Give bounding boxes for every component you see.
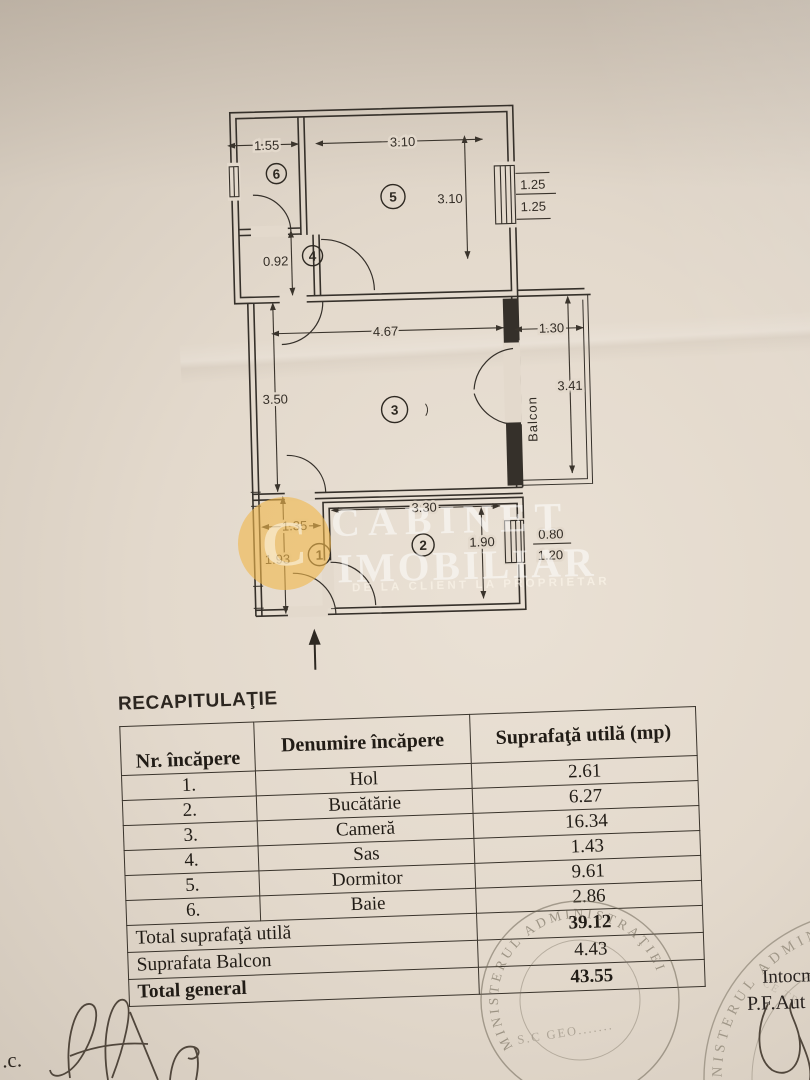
window-symbols: [228, 164, 526, 564]
header-nr: Nr. încăpere: [119, 721, 256, 776]
dim-buc-window-a: 0.80: [538, 526, 564, 542]
recap-title: RECAPITULAŢIE: [117, 688, 279, 715]
dim-camera-height: 3.50: [262, 391, 288, 407]
room-4-label: 4: [309, 249, 317, 264]
room-2-label: 2: [419, 538, 427, 553]
dim-balcon-width: 1.30: [539, 320, 565, 336]
header-denumire: Denumire încăpere: [253, 714, 472, 771]
dim-dorm-window-b: 1.25: [520, 199, 546, 215]
dimension-lines: [227, 135, 585, 615]
byline-pf-autorizat: P.F.Aut: [746, 990, 806, 1016]
paper-highlight: [550, 0, 810, 420]
dim-baie-width: 1.55: [254, 138, 280, 154]
stamp-1-inner-text: S.C GEO.......: [516, 1018, 614, 1047]
room-5-label: 5: [389, 189, 397, 204]
dim-dorm-height: 3.10: [437, 191, 463, 207]
room-3-label: 3: [391, 402, 399, 417]
dim-sas-height: 0.92: [263, 253, 289, 269]
header-suprafata: Suprafaţă utilă (mp): [469, 706, 698, 764]
paper-shadow-top: [0, 0, 810, 210]
balcony-label: Balcon: [524, 396, 540, 442]
dim-buc-width: 3.30: [411, 500, 437, 516]
dim-camera-width: 4.67: [373, 323, 399, 339]
dim-balcon-height: 3.41: [557, 378, 583, 394]
floor-plan: 1.55 3.10 3.10 1.25 1.25 0.92 4.67 1.30 …: [217, 87, 617, 687]
dim-dorm-width: 3.10: [390, 134, 416, 150]
dim-buc-height: 1.90: [469, 534, 495, 550]
floor-plan-drawing: 1.55 3.10 3.10 1.25 1.25 0.92 4.67 1.30 …: [227, 104, 594, 670]
signature-strokes: [49, 999, 810, 1080]
dim-buc-window-b: 1.20: [538, 547, 564, 563]
entrance-arrow-icon: [308, 628, 321, 670]
room-6-label: 6: [272, 167, 280, 182]
recap-table: Nr. încăpere Denumire încăpere Suprafaţă…: [119, 706, 706, 1007]
watermark-logo-letter: C: [260, 506, 309, 580]
corner-annotation: .c.: [1, 1047, 23, 1073]
door-arcs: [252, 194, 516, 615]
balcony-outline: [522, 294, 594, 486]
dim-dorm-window-a: 1.25: [520, 177, 546, 193]
byline-intocmit: Intocm: [761, 965, 810, 988]
wall-openings: [227, 161, 526, 618]
